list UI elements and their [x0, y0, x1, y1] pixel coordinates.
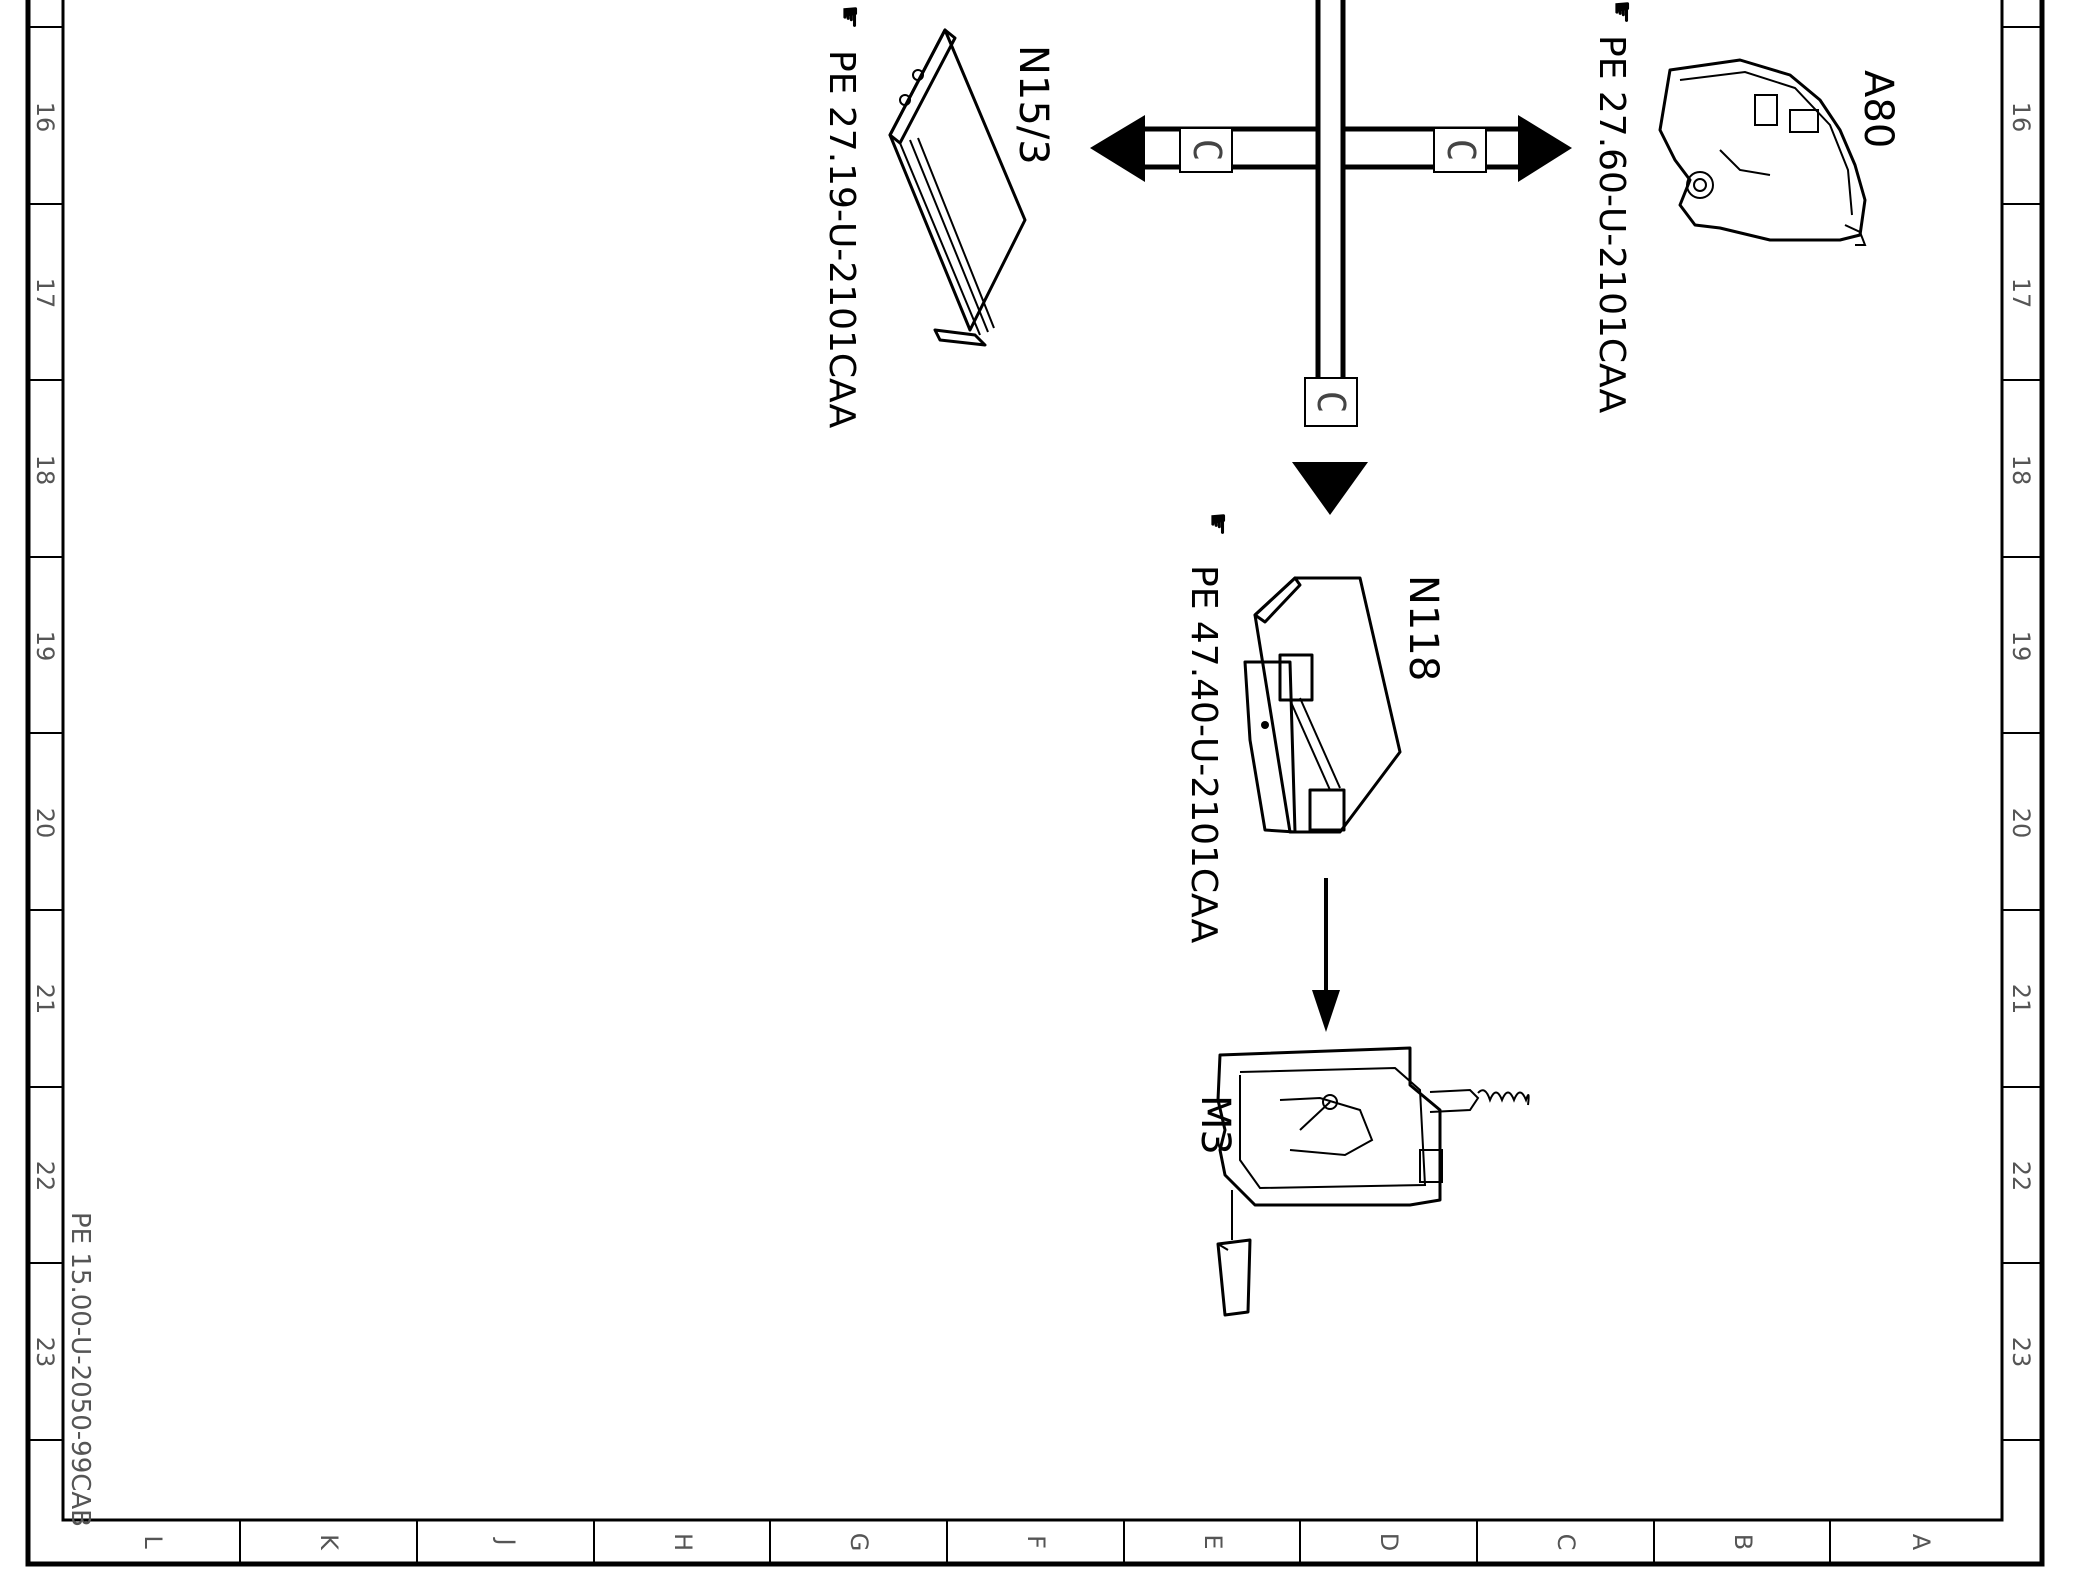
row-marker-left: 21 — [31, 984, 59, 1015]
component-reference-a80: ☛ PE 27.60-U-2101CAA — [1591, 0, 1639, 414]
component-label-m3: M3 — [1192, 1095, 1238, 1155]
connector-label: C — [1185, 139, 1229, 162]
column-marker: F — [1022, 1535, 1050, 1549]
component-a80 — [1658, 58, 1867, 246]
component-label-a80: A80 — [1855, 70, 1901, 148]
can-bus-lines — [1140, 0, 1525, 420]
pointing-hand-icon: ☛ — [1604, 0, 1639, 24]
column-marker: C — [1552, 1534, 1580, 1551]
row-marker-right: 19 — [2007, 631, 2035, 662]
column-marker: J — [492, 1536, 520, 1545]
left-row-band — [28, 26, 63, 1441]
row-marker-right: 17 — [2007, 278, 2035, 309]
reference-text: PE 27.19-U-2101CAA — [821, 50, 862, 429]
column-marker: B — [1729, 1534, 1757, 1550]
column-marker: G — [845, 1533, 873, 1552]
bus-arrow-left — [1090, 115, 1145, 182]
component-reference-n118: ☛ PE 47.40-U-2101CAA — [1183, 512, 1235, 944]
row-marker-right: 16 — [2007, 102, 2035, 133]
component-n15-3 — [888, 28, 1027, 347]
right-row-band — [2002, 26, 2042, 1441]
component-m3 — [1216, 1046, 1530, 1317]
column-marker: L — [139, 1535, 167, 1549]
bus-arrow-right — [1518, 115, 1572, 182]
column-marker: D — [1375, 1533, 1403, 1551]
pointing-hand-icon: ☛ — [832, 5, 867, 29]
drawing-code: PE 15.00-U-2050-99CAB — [65, 1212, 95, 1527]
column-marker: H — [669, 1533, 697, 1551]
row-marker-left: 17 — [31, 278, 59, 309]
row-marker-right: 18 — [2007, 455, 2035, 486]
column-marker: A — [1907, 1534, 1935, 1551]
connector-label: C — [1439, 139, 1483, 162]
connector-marker-right: C — [1433, 127, 1487, 173]
row-marker-left: 19 — [31, 631, 59, 662]
column-marker: E — [1199, 1534, 1227, 1549]
row-marker-right: 22 — [2007, 1161, 2035, 1192]
column-marker: K — [315, 1534, 343, 1551]
connector-marker-left: C — [1179, 127, 1233, 173]
component-n118 — [1243, 576, 1402, 834]
row-marker-right: 21 — [2007, 984, 2035, 1015]
reference-text: PE 27.60-U-2101CAA — [1591, 35, 1632, 414]
connector-label: C — [1309, 391, 1353, 414]
pointing-hand-icon: ☛ — [1200, 512, 1235, 536]
outer-frame — [25, 0, 2045, 1567]
component-label-n118: N118 — [1400, 575, 1446, 681]
row-marker-left: 18 — [31, 455, 59, 486]
component-reference-n15-3: ☛ PE 27.19-U-2101CAA — [821, 5, 867, 429]
connector-marker-down: C — [1304, 377, 1358, 427]
row-marker-left: 16 — [31, 102, 59, 133]
row-marker-right: 23 — [2007, 1337, 2035, 1368]
component-label-n15-3: N15/3 — [1010, 45, 1056, 165]
bottom-column-band — [239, 1520, 1831, 1564]
reference-text: PE 47.40-U-2101CAA — [1183, 565, 1224, 944]
row-marker-left: 22 — [31, 1161, 59, 1192]
row-marker-right: 20 — [2007, 808, 2035, 839]
bus-arrow-down — [1292, 462, 1368, 515]
row-marker-left: 20 — [31, 808, 59, 839]
signal-arrow-n118-to-m3 — [1312, 878, 1340, 1032]
row-marker-left: 23 — [31, 1337, 59, 1368]
